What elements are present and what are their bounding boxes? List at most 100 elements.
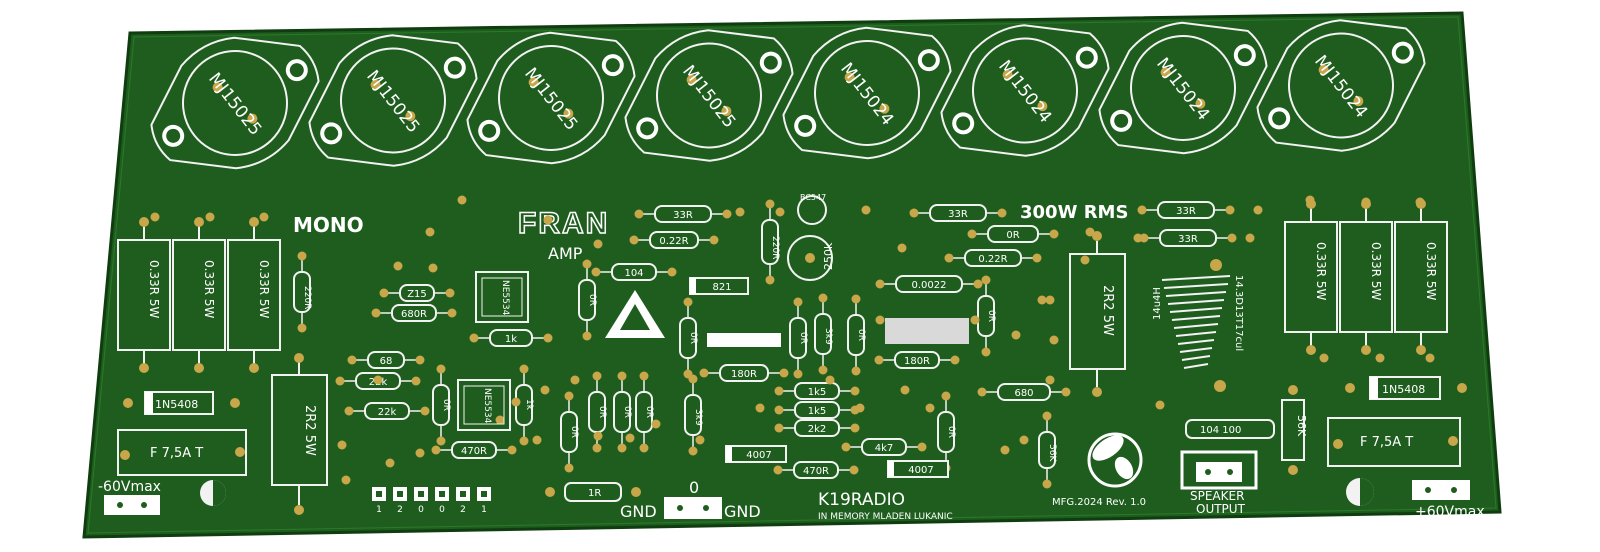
resistor-r1k: 1k	[469, 329, 553, 347]
resistor-value: 3k9	[823, 328, 833, 345]
hatched-pad	[885, 318, 969, 344]
resistor-c104: 104	[591, 263, 677, 281]
resistor-56k	[1281, 399, 1305, 461]
resistor-r0: 0R	[560, 391, 579, 473]
inductor-left-label: 14u4H	[1152, 287, 1163, 320]
resistor-r33_a: 33R	[634, 205, 732, 223]
resistor-2r2-left-label: 2R2 5W	[302, 405, 317, 456]
inductor-right-label: 14.3D13T17cul	[1233, 275, 1244, 351]
power-resistor-label: 0.33R 5W	[1424, 242, 1438, 301]
resistor-r220: 220R	[761, 199, 780, 285]
neg-supply-connector	[104, 495, 160, 515]
fran-logo: FRAN	[518, 207, 609, 240]
resistor-r0: 0R	[635, 371, 654, 453]
resistor-r33_d: 33R	[1139, 229, 1237, 247]
pos-supply-label: +60Vmax	[1415, 504, 1485, 520]
cap-104-100	[1185, 419, 1275, 439]
gnd-connector	[664, 497, 722, 519]
resistor-value: 0R	[1006, 230, 1019, 241]
power-resistor-label: 0.33R 5W	[1369, 242, 1383, 301]
resistor-value: 33R	[1176, 206, 1196, 217]
output-inductor	[1161, 259, 1231, 392]
part-d4007_b: 4007	[887, 460, 949, 478]
resistor-r68: 68	[347, 351, 425, 369]
label-block	[707, 333, 781, 347]
resistor-value: 220R	[302, 286, 312, 309]
ic-top-label: NE5534	[500, 280, 510, 316]
resistor-r0: 0R	[432, 364, 451, 446]
power-rating-label: 300W RMS	[1020, 202, 1128, 223]
resistor-r0: 0R	[613, 371, 632, 453]
resistor-1r	[564, 482, 622, 502]
resistor-value: 470R	[803, 466, 829, 477]
header-pin-label: 2	[397, 505, 403, 515]
fuse-right-label: F 7,5A T	[1360, 435, 1413, 450]
header-pin-label: 1	[481, 505, 487, 515]
resistor-value: 470R	[461, 446, 487, 457]
resistor-r3k9: 3k9	[684, 374, 703, 456]
resistor-r56k: 56K	[1038, 411, 1057, 489]
header-pin-label: 1	[376, 505, 382, 515]
mfg-label: MFG.2024 Rev. 1.0	[1052, 497, 1146, 508]
neg-supply-label: -60Vmax	[98, 479, 161, 495]
resistor-z15: Z15	[379, 284, 455, 302]
resistor-value: 2k2	[808, 424, 827, 435]
resistor-value: 0.0022	[912, 280, 947, 291]
speaker-label-1: SPEAKER	[1190, 489, 1244, 503]
resistor-r33_c: 33R	[1137, 201, 1235, 219]
header-pin-label: 0	[418, 505, 424, 515]
ic-top: NE5534	[475, 271, 529, 323]
resistor-value: 56K	[1047, 444, 1057, 462]
resistor-r180_b: 180R	[874, 351, 960, 369]
mono-label: MONO	[293, 213, 364, 237]
resistor-r022_b: 0.22R	[944, 249, 1042, 267]
resistor-value: 0.22R	[659, 236, 688, 247]
ic-bottom-label: NE5534	[482, 388, 492, 424]
resistor-r0: 0R	[578, 259, 597, 341]
fuse-left	[117, 429, 247, 476]
dedication-label: IN MEMORY MLADEN LUKANIC	[818, 512, 953, 522]
resistor-value: 1k5	[808, 387, 827, 398]
resistor-1r-label: 1R	[588, 488, 601, 499]
resistor-value: 1k5	[808, 406, 827, 417]
resistor-value: 0R	[798, 332, 808, 344]
resistor-r4k7: 4k7	[841, 438, 927, 456]
resistor-value: 0R	[597, 406, 607, 418]
power-resistor-label: 0.33R 5W	[202, 260, 216, 319]
resistor-r0: 0R	[977, 275, 996, 357]
resistor-r180_a: 180R	[699, 364, 789, 382]
resistor-r33_b: 33R	[909, 204, 1007, 222]
fuse-right	[1327, 417, 1461, 467]
resistor-value: 180R	[731, 369, 757, 380]
resistor-value: 1k	[524, 399, 534, 411]
diode-right-label: 1N5408	[1382, 383, 1425, 396]
header-pin-label: 2	[460, 505, 466, 515]
trimmer-250k	[787, 235, 833, 281]
speaker-connector	[1180, 450, 1258, 490]
resistor-r680: 680R	[371, 304, 457, 322]
resistor-value: 0R	[946, 426, 956, 438]
power-resistor-label: 0.33R 5W	[147, 260, 161, 319]
resistor-2r2-right-label: 2R2 5W	[1100, 285, 1115, 336]
resistor-r1k: 1k	[515, 364, 534, 446]
resistor-value: 0R	[441, 399, 451, 411]
bc547	[797, 195, 827, 225]
resistor-r0: 0R	[967, 225, 1059, 243]
resistor-value: 0R	[856, 329, 866, 341]
speaker-label-2: OUTPUT	[1196, 502, 1246, 516]
resistor-r0: 0R	[847, 294, 866, 376]
power-resistor: 0.33R 5W	[227, 217, 281, 373]
resistor-r1k5_b: 1k5	[774, 401, 860, 419]
resistor-r470_a: 470R	[431, 441, 517, 459]
resistor-r2k2: 2k2	[774, 419, 860, 437]
resistor-r0: 0R	[789, 297, 808, 379]
power-resistor: 0.33R 5W	[117, 217, 171, 373]
resistor-r0: 0R	[679, 297, 698, 379]
brand-label: K19RADIO	[818, 490, 905, 510]
resistor-r3k9: 3k9	[814, 293, 833, 375]
resistor-value: 0R	[688, 332, 698, 344]
resistor-value: 33R	[673, 210, 693, 221]
amp-label: AMP	[548, 244, 583, 263]
gnd-zero-label: 0	[689, 478, 699, 497]
